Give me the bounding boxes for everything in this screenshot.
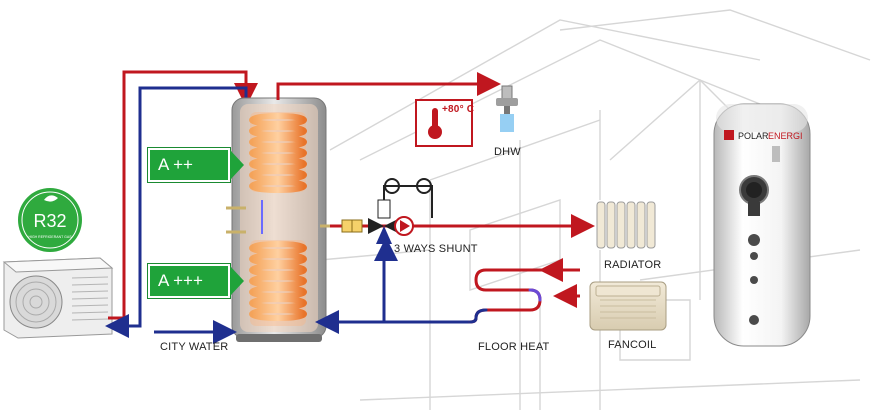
brand-suffix: ENERGI [768,131,803,141]
dhw-outlet-pipe [276,72,501,100]
floor-heat-loop [468,268,546,324]
floor-heat-label: FLOOR HEAT [478,341,550,353]
brand-logo-icon [724,130,734,140]
radiator-icon [596,200,656,250]
polar-energi-cylinder: POLAR ENERGI [713,103,811,347]
fancoil-icon [589,281,667,331]
lower-heat-exchanger-coil [249,240,307,326]
fan-grille-icon [9,275,63,329]
outdoor-heat-pump [2,257,114,339]
efficiency-badge-upper: A ++ [148,148,244,182]
dhw-tap-icon [496,85,518,132]
city-water-label: CITY WATER [160,341,229,353]
circulation-pump-icon [394,216,414,236]
refrigerant-subtext: HIGH REFRIGERANT GAS [28,235,72,239]
inlet-valve-icon [341,219,363,233]
brand-prefix: POLAR [738,131,769,141]
upper-heat-exchanger-coil [249,112,307,193]
temperature-indicator [415,99,473,147]
dhw-label: DHW [494,146,521,158]
leaf-icon [44,195,58,202]
temperature-label: +80° C [442,104,475,115]
refrigerant-code: R32 [33,211,66,231]
efficiency-badge-lower: A +++ [148,264,244,298]
fancoil-label: FANCOIL [608,339,657,351]
refrigerant-return-pipe [105,86,248,338]
radiator-label: RADIATOR [604,259,662,271]
r32-badge: R32 HIGH REFRIGERANT GAS [18,188,82,252]
thermometer-icon [432,108,438,130]
storage-tank [226,97,336,342]
shunt-label: 3 WAYS SHUNT [394,243,478,255]
